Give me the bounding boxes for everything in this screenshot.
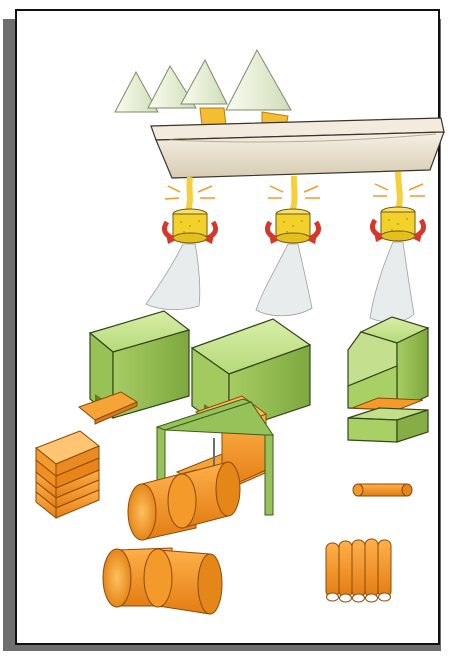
powder-pile-4 bbox=[226, 50, 291, 110]
powder-piles bbox=[115, 50, 291, 112]
cylinders-upper bbox=[128, 462, 240, 540]
mixer-1 bbox=[164, 177, 215, 244]
cylinders-lower bbox=[103, 548, 222, 614]
small-rod bbox=[353, 484, 412, 496]
powder-pile-3 bbox=[181, 60, 227, 104]
mixer-3 bbox=[372, 172, 425, 242]
extruder-1 bbox=[79, 311, 189, 424]
spray-1 bbox=[146, 244, 200, 310]
spray-2 bbox=[256, 244, 312, 316]
mixers bbox=[164, 172, 425, 244]
mixing-trough bbox=[151, 118, 444, 178]
tube-bundle bbox=[326, 539, 391, 602]
powder-sprays bbox=[146, 242, 414, 322]
extruder-3 bbox=[348, 317, 428, 442]
stacked-sheets bbox=[36, 431, 99, 518]
mixer-2 bbox=[267, 176, 320, 244]
spray-3 bbox=[370, 242, 414, 322]
